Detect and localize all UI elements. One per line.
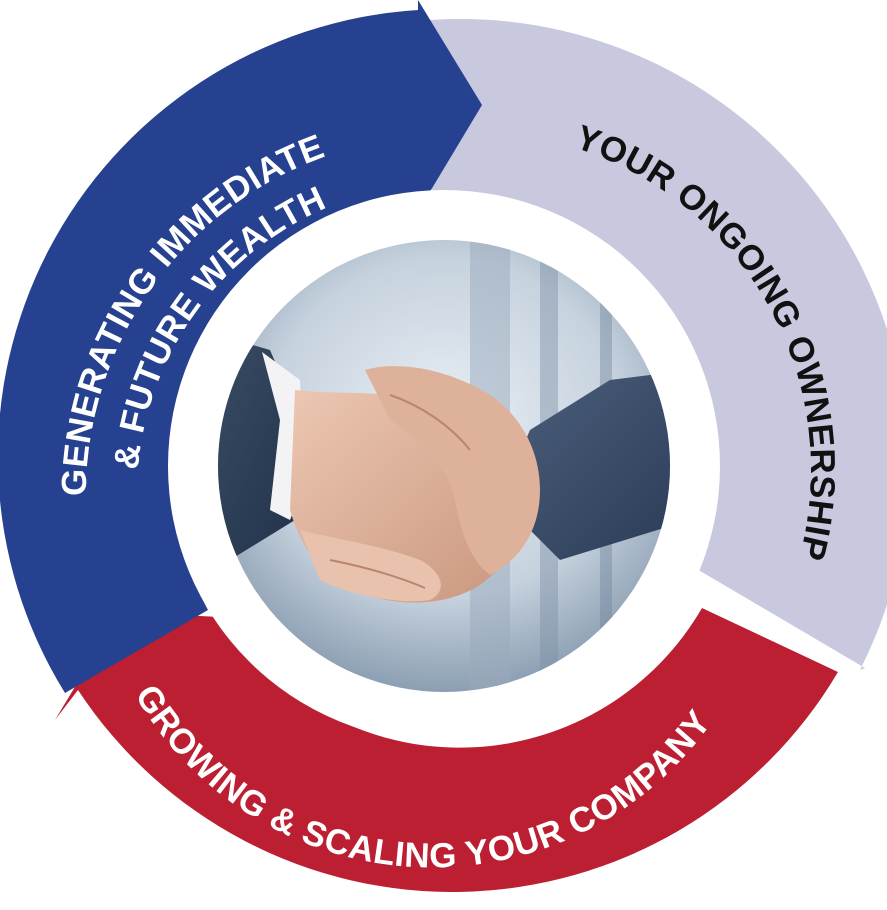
arc-wealth <box>0 0 482 693</box>
arc-ownership <box>430 18 887 670</box>
arc-growth <box>55 608 838 892</box>
handshake-photo <box>218 240 670 692</box>
